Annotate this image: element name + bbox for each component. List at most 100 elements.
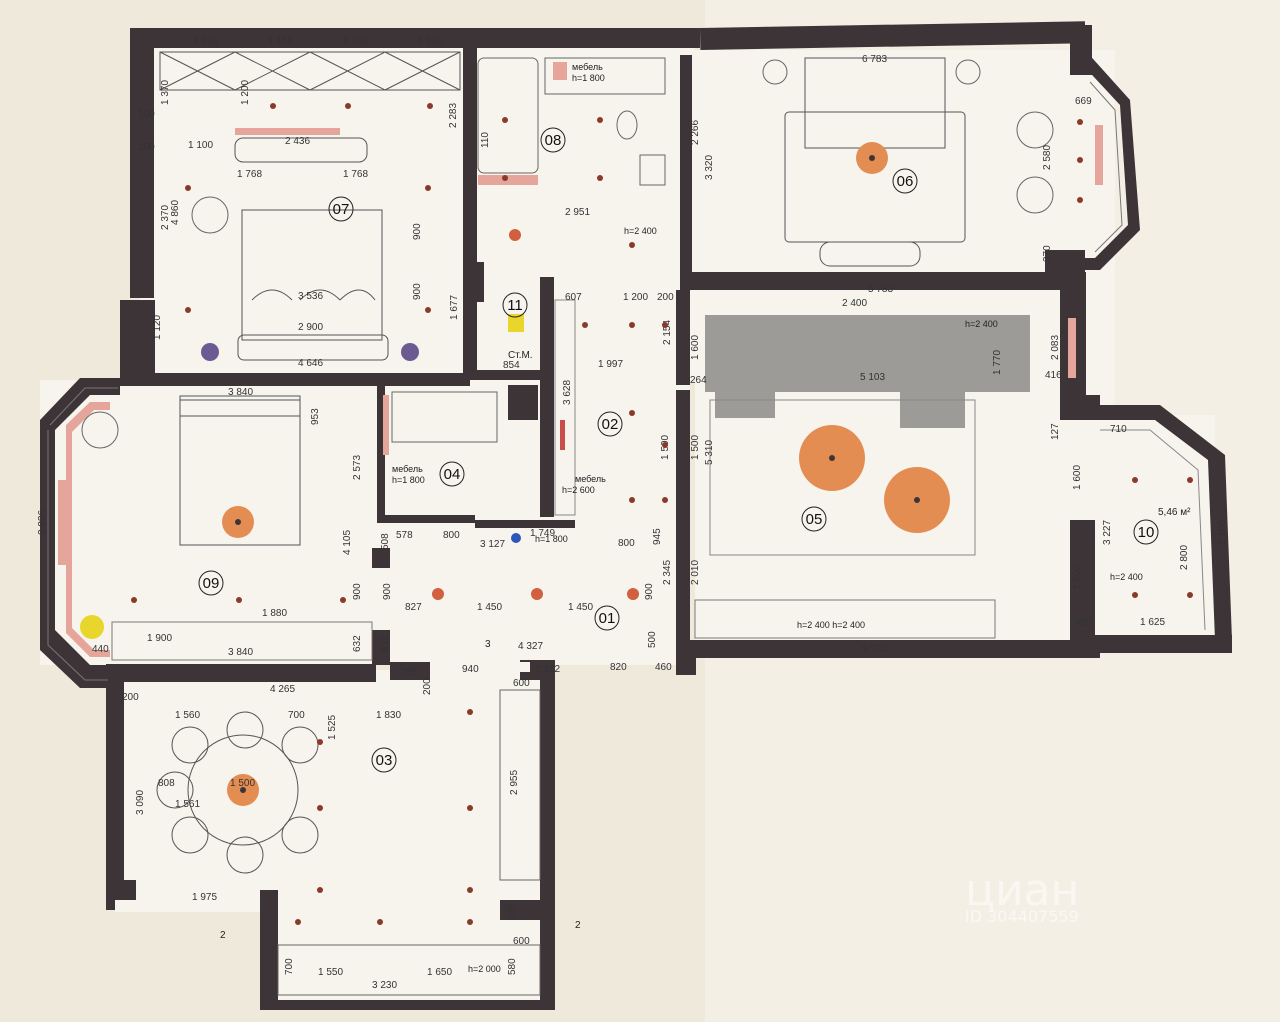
svg-text:4 646: 4 646 — [298, 358, 323, 369]
svg-text:440: 440 — [92, 644, 109, 655]
svg-text:800: 800 — [443, 530, 460, 541]
svg-text:508: 508 — [380, 533, 391, 550]
svg-text:07: 07 — [333, 201, 350, 218]
svg-text:854: 854 — [503, 360, 520, 371]
svg-text:1 525: 1 525 — [327, 715, 338, 740]
svg-text:ID 304407559: ID 304407559 — [965, 907, 1079, 926]
furniture-02: мебель — [575, 474, 606, 484]
bed-07 — [234, 137, 389, 361]
svg-text:900: 900 — [412, 283, 423, 300]
svg-text:100: 100 — [138, 142, 155, 153]
svg-text:6 783: 6 783 — [862, 54, 887, 65]
svg-text:09: 09 — [203, 575, 220, 592]
svg-text:632: 632 — [380, 635, 391, 652]
svg-text:127: 127 — [1050, 423, 1061, 440]
svg-text:08: 08 — [545, 132, 562, 149]
svg-text:2 900: 2 900 — [298, 322, 323, 333]
closet-label: Ст.М. — [508, 350, 533, 361]
svg-text:2 955: 2 955 — [509, 770, 520, 795]
svg-text:460: 460 — [655, 662, 672, 673]
svg-text:632: 632 — [352, 635, 363, 652]
room-01: 01 — [594, 605, 620, 631]
bed-09 — [179, 395, 301, 546]
svg-text:900: 900 — [412, 223, 423, 240]
room-08: 08 — [540, 127, 566, 153]
svg-text:3 840: 3 840 — [228, 387, 253, 398]
entry-dot — [511, 533, 521, 543]
svg-text:3 320: 3 320 — [704, 155, 715, 180]
svg-text:2 800: 2 800 — [1179, 545, 1190, 570]
bay-window-06 — [1060, 50, 1140, 270]
svg-text:3 127: 3 127 — [480, 539, 505, 550]
svg-text:2 345: 2 345 — [662, 560, 673, 585]
svg-text:1 997: 1 997 — [598, 359, 623, 370]
svg-text:669: 669 — [1075, 96, 1092, 107]
svg-text:700: 700 — [288, 710, 305, 721]
chairs-06 — [762, 59, 1054, 214]
furniture-04: мебель — [392, 464, 423, 474]
svg-text:264: 264 — [690, 375, 707, 386]
section-mark-right: 2 — [575, 920, 581, 931]
svg-text:1 768: 1 768 — [343, 169, 368, 180]
furniture-08-h: h=1 800 — [572, 73, 605, 83]
svg-text:циан: циан — [965, 865, 1079, 916]
svg-text:600: 600 — [513, 936, 530, 947]
svg-text:2 370: 2 370 — [160, 205, 171, 230]
svg-text:4 860: 4 860 — [170, 200, 181, 225]
walls — [106, 21, 1232, 1010]
wardrobe-03 — [499, 689, 541, 881]
svg-text:1 677: 1 677 — [449, 295, 460, 320]
svg-text:500: 500 — [647, 631, 658, 648]
armchair-07 — [191, 196, 229, 234]
svg-text:1 560: 1 560 — [175, 710, 200, 721]
svg-text:900: 900 — [382, 583, 393, 600]
svg-text:2 266: 2 266 — [690, 120, 701, 145]
wardrobe-07 — [159, 51, 461, 91]
svg-text:04: 04 — [444, 466, 461, 483]
svg-text:1 120: 1 120 — [152, 315, 163, 340]
svg-text:200: 200 — [122, 692, 139, 703]
plant-09 — [81, 411, 119, 449]
svg-text:100: 100 — [138, 109, 155, 120]
svg-text:3 100: 3 100 — [1217, 520, 1228, 545]
svg-text:600: 600 — [513, 678, 530, 689]
svg-text:5 310: 5 310 — [704, 440, 715, 465]
svg-text:5 783: 5 783 — [868, 284, 893, 295]
svg-text:710: 710 — [1110, 424, 1127, 435]
svg-text:900: 900 — [644, 583, 655, 600]
svg-text:820: 820 — [610, 662, 627, 673]
svg-text:1 200: 1 200 — [623, 292, 648, 303]
yellow-lamp-09 — [80, 615, 104, 639]
svg-text:3 536: 3 536 — [298, 291, 323, 302]
furniture-04-h: h=1 800 — [392, 475, 425, 485]
svg-text:945: 945 — [652, 528, 663, 545]
height-balcony: h=2 400 — [1110, 572, 1143, 582]
svg-text:1 830: 1 830 — [376, 710, 401, 721]
bathroom-08 — [477, 57, 666, 186]
height-corridor: h=2 400 — [624, 226, 657, 236]
room-09: 09 — [198, 570, 224, 596]
svg-text:3 230: 3 230 — [372, 980, 397, 991]
rug-05 — [709, 399, 976, 556]
dimensions: 1 150 1 150 1 150 1 150 1 370 1 200 2 28… — [37, 36, 1228, 991]
svg-text:455: 455 — [1075, 617, 1092, 628]
height-kitchen: h=2 000 — [468, 964, 501, 974]
svg-text:2 573: 2 573 — [352, 455, 363, 480]
room-06: 06 — [892, 168, 918, 194]
svg-text:1 650: 1 650 — [427, 967, 452, 978]
svg-text:578: 578 — [396, 530, 413, 541]
shelves-02 — [554, 299, 576, 516]
svg-text:1 550: 1 550 — [318, 967, 343, 978]
room-10: 10 — [1133, 519, 1159, 545]
svg-text:1 150: 1 150 — [268, 36, 293, 47]
svg-text:2 436: 2 436 — [285, 136, 310, 147]
section-mark-left: 2 — [220, 930, 226, 941]
yellow-box-11 — [508, 314, 524, 332]
room-07: 07 — [328, 196, 354, 222]
svg-text:1 500: 1 500 — [230, 778, 255, 789]
svg-text:200: 200 — [422, 678, 433, 695]
lamp-06-center — [869, 155, 875, 161]
room-02: 02 — [597, 411, 623, 437]
svg-text:4 105: 4 105 — [342, 530, 353, 555]
